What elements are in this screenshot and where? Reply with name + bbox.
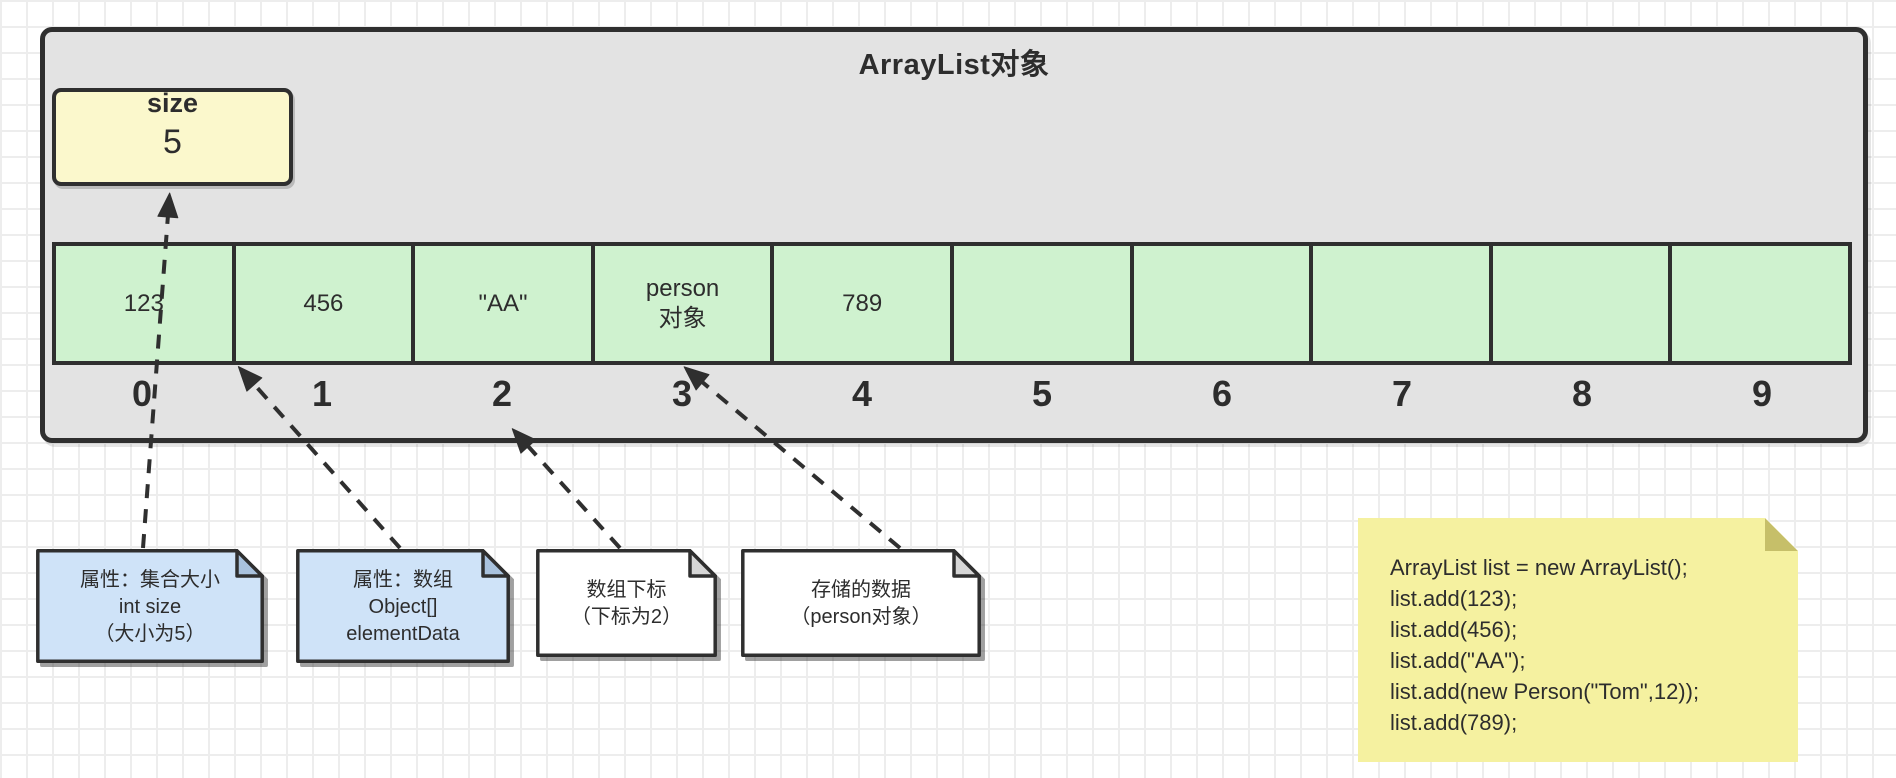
code-line: list.add(new Person("Tom",12)); xyxy=(1390,679,1700,704)
array-cell-4: 789 xyxy=(770,242,954,365)
note-text: 属性：数组 Object[] elementData xyxy=(296,549,510,663)
index-label-7: 7 xyxy=(1391,373,1413,414)
index-label-9: 9 xyxy=(1751,373,1773,414)
note-line: elementData xyxy=(346,622,460,645)
note-line: （person对象） xyxy=(790,606,932,628)
index-label-2: 2 xyxy=(491,373,513,414)
folded-corner-icon xyxy=(481,549,510,578)
note-attribute-size: 属性：集合大小 int size （大小为5） xyxy=(36,549,264,663)
index-label-6: 6 xyxy=(1211,373,1233,414)
note-shape xyxy=(296,549,510,663)
folded-corner-icon xyxy=(1765,518,1798,551)
folded-corner-icon xyxy=(235,549,264,578)
note-shape xyxy=(536,549,717,657)
index-label-5: 5 xyxy=(1031,373,1053,414)
note-line: 存储的数据 xyxy=(811,579,911,601)
array-cell-2: "AA" xyxy=(411,242,595,365)
size-label: size xyxy=(146,88,199,118)
array-cell-1: 456 xyxy=(231,242,416,365)
folded-corner-icon xyxy=(952,549,981,578)
container-title: ArrayList对象 xyxy=(858,49,1050,81)
note-line: 属性：集合大小 xyxy=(80,568,220,591)
note-line: 属性：数组 xyxy=(353,568,453,591)
size-value: 5 xyxy=(163,123,182,161)
note-text: 存储的数据 （person对象） xyxy=(741,549,981,657)
note-shape xyxy=(741,549,981,657)
code-line: list.add(789); xyxy=(1390,710,1518,735)
dashed-arrow-index xyxy=(511,428,622,550)
index-row: 0 1 2 3 4 5 6 7 8 9 xyxy=(52,370,1852,418)
note-line: （大小为5） xyxy=(94,622,206,645)
note-line: Object[] xyxy=(368,595,438,618)
array-cell-9 xyxy=(1668,242,1852,365)
array-cell-7 xyxy=(1309,242,1493,365)
note-line: 数组下标 xyxy=(586,579,667,601)
note-array-index: 数组下标 （下标为2） xyxy=(536,549,717,657)
note-stored-data: 存储的数据 （person对象） xyxy=(741,549,981,657)
note-text: 属性：集合大小 int size （大小为5） xyxy=(36,549,264,663)
code-line: list.add(123); xyxy=(1390,586,1518,611)
note-line: int size xyxy=(118,595,182,618)
array-cell-5 xyxy=(949,242,1134,365)
array-cell-6 xyxy=(1129,242,1314,365)
code-line: list.add(456); xyxy=(1390,617,1518,642)
index-label-0: 0 xyxy=(131,373,153,414)
arraylist-object-container: ArrayList对象 xyxy=(40,27,1868,443)
code-lines: ArrayList list = new ArrayList(); list.a… xyxy=(1358,518,1798,738)
array-cell-0: 123 xyxy=(52,242,236,365)
index-label-1: 1 xyxy=(311,373,333,414)
code-line: ArrayList list = new ArrayList(); xyxy=(1390,555,1688,580)
code-line: list.add("AA"); xyxy=(1390,648,1526,673)
note-attribute-elementdata: 属性：数组 Object[] elementData xyxy=(296,549,510,663)
code-sticky-note: ArrayList list = new ArrayList(); list.a… xyxy=(1358,518,1798,762)
array-cells-row: 123 456 "AA" person 对象 789 xyxy=(52,242,1852,365)
note-text: 数组下标 （下标为2） xyxy=(536,549,717,657)
index-label-3: 3 xyxy=(671,373,693,414)
index-label-4: 4 xyxy=(851,373,873,414)
folded-corner-icon xyxy=(688,549,717,578)
array-cell-3: person 对象 xyxy=(590,242,775,365)
index-label-8: 8 xyxy=(1571,373,1593,414)
array-cell-8 xyxy=(1488,242,1673,365)
note-shape xyxy=(36,549,264,663)
note-line: （下标为2） xyxy=(570,606,683,628)
size-box: size 5 xyxy=(52,88,293,186)
